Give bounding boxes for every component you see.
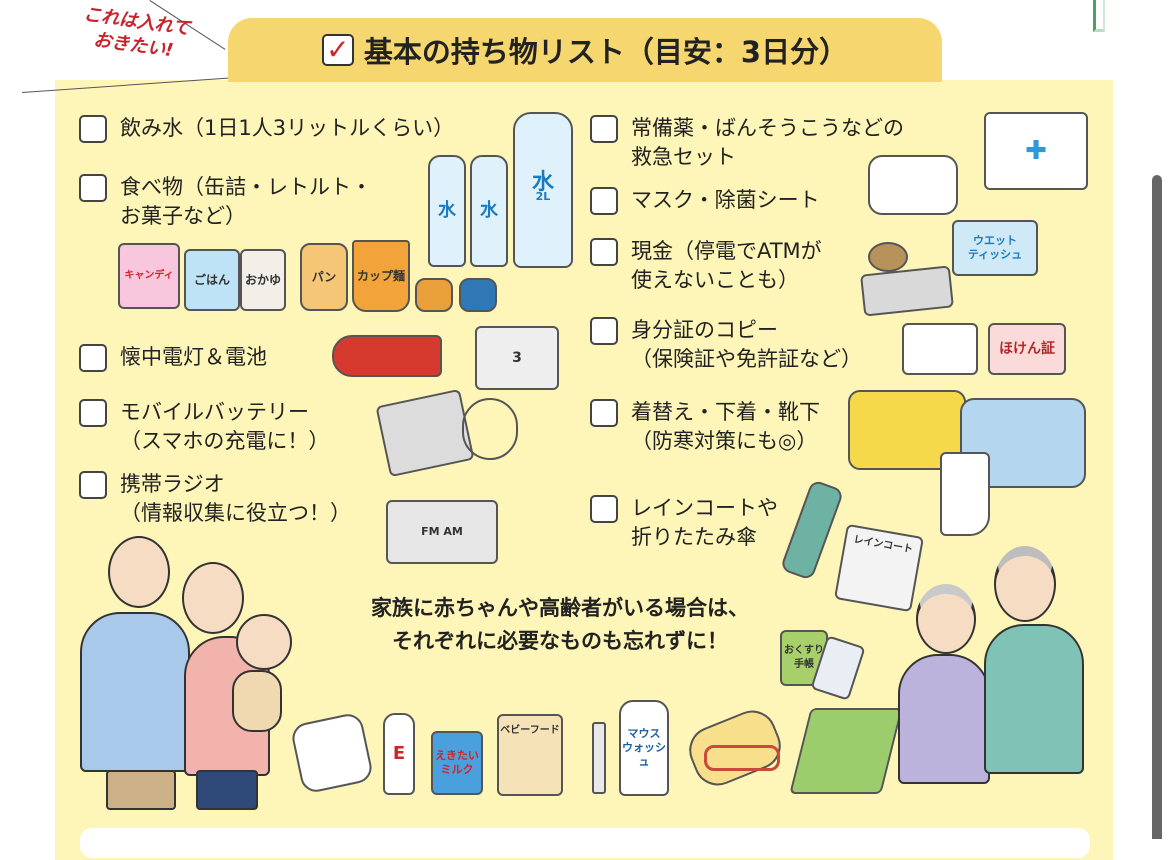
checklist-item-battery[interactable]: モバイルバッテリー （スマホの充電に！）: [79, 398, 329, 456]
mask-icon: [868, 155, 958, 215]
green-mark: [1093, 0, 1105, 32]
item-label: 身分証のコピー （保険証や免許証など）: [631, 318, 862, 371]
first-aid-box-icon: ✚: [984, 112, 1088, 190]
item-label: 懐中電灯＆電池: [120, 345, 267, 369]
item-label: レインコートや 折りたたみ傘: [631, 496, 778, 549]
must-have-badge: これは入れて おきたい!: [82, 3, 192, 62]
item-label: 着替え・下着・靴下 （防寒対策にも◎）: [631, 400, 820, 453]
checkbox[interactable]: [79, 174, 107, 202]
checklist-item-id[interactable]: 身分証のコピー （保険証や免許証など）: [590, 316, 862, 374]
toothbrush-icon: [592, 722, 606, 794]
item-label: 飲み水（1日1人3リットルくらい）: [120, 116, 455, 140]
checklist-item-radio[interactable]: 携帯ラジオ （情報収集に役立つ！）: [79, 470, 351, 528]
checklist-item-first-aid[interactable]: 常備薬・ばんそうこうなどの 救急セット: [590, 114, 904, 172]
header-tab: ✓ 基本の持ち物リスト（目安：3日分）: [228, 18, 942, 82]
next-section-box: [80, 828, 1090, 858]
rice-pack-icon: ごはん: [184, 249, 240, 311]
baby-bottle-icon: E: [383, 713, 415, 795]
checkbox[interactable]: [79, 471, 107, 499]
bread-can-icon: パン: [300, 243, 348, 311]
checkbox[interactable]: [590, 495, 618, 523]
checkbox[interactable]: [79, 344, 107, 372]
checklist-item-cash[interactable]: 現金（停電でATMが 使えないことも）: [590, 237, 822, 295]
flashlight-icon: [332, 335, 442, 377]
can-icon: [459, 278, 497, 312]
checklist-item-clothes[interactable]: 着替え・下着・靴下 （防寒対策にも◎）: [590, 398, 820, 456]
water-bottle-icon: 水: [428, 155, 466, 267]
item-label: 常備薬・ばんそうこうなどの 救急セット: [631, 116, 904, 169]
label: 2L: [535, 190, 551, 203]
cross-icon: ✚: [1025, 136, 1047, 166]
item-label: マスク・除菌シート: [631, 188, 820, 212]
glasses-icon: [704, 745, 780, 771]
item-label: モバイルバッテリー （スマホの充電に！）: [120, 400, 330, 453]
water-bottle-icon: 水: [470, 155, 508, 267]
porridge-pack-icon: おかゆ: [240, 249, 286, 311]
checkbox[interactable]: [590, 317, 618, 345]
item-label: 現金（停電でATMが 使えないことも）: [631, 239, 822, 292]
baby-food-icon: ベビーフード: [497, 714, 563, 796]
checkbox[interactable]: [79, 399, 107, 427]
checklist-item-raincoat[interactable]: レインコートや 折りたたみ傘: [590, 494, 778, 552]
scrollbar[interactable]: [1152, 175, 1162, 839]
item-label: 携帯ラジオ （情報収集に役立つ！）: [120, 472, 351, 525]
can-icon: [415, 278, 453, 312]
socks-icon: [940, 452, 990, 536]
mouthwash-icon: マウス ウォッシュ: [619, 700, 669, 796]
check-icon: ✓: [321, 34, 354, 66]
checklist-item-water[interactable]: 飲み水（1日1人3リットルくらい）: [79, 114, 454, 143]
charging-cable-icon: [462, 398, 518, 460]
checkbox[interactable]: [79, 115, 107, 143]
raincoat-icon: レインコート: [833, 523, 925, 613]
checklist-item-food[interactable]: 食べ物（缶詰・レトルト・ お菓子など）: [79, 173, 372, 231]
wet-tissue-icon: ウエット ティッシュ: [952, 220, 1038, 276]
coins-icon: [868, 242, 908, 272]
page-title: 基本の持ち物リスト（目安：3日分）: [363, 35, 849, 69]
liquid-milk-icon: えきたい ミルク: [431, 731, 483, 795]
checkbox[interactable]: [590, 238, 618, 266]
checkbox[interactable]: [590, 115, 618, 143]
license-card-icon: [902, 323, 978, 375]
checklist-item-flashlight[interactable]: 懐中電灯＆電池: [79, 343, 267, 372]
family-note: 家族に赤ちゃんや高齢者がいる場合は、 それぞれに必要なものも忘れずに！: [371, 596, 749, 653]
diaper-icon: [289, 711, 375, 795]
medicine-book-icon: おくすり 手帳: [780, 630, 828, 686]
batteries-icon: 3: [475, 326, 559, 390]
checkbox[interactable]: [590, 399, 618, 427]
candy-icon: キャンディ: [118, 243, 180, 309]
label: 水: [531, 170, 554, 195]
checkbox[interactable]: [590, 187, 618, 215]
checklist-item-mask[interactable]: マスク・除菌シート: [590, 186, 820, 215]
insurance-card-icon: ほけん証: [988, 323, 1066, 375]
cup-noodle-icon: カップ麺: [352, 240, 410, 312]
item-label: 食べ物（缶詰・レトルト・ お菓子など）: [120, 175, 372, 228]
radio-icon: FM AM: [386, 500, 498, 564]
